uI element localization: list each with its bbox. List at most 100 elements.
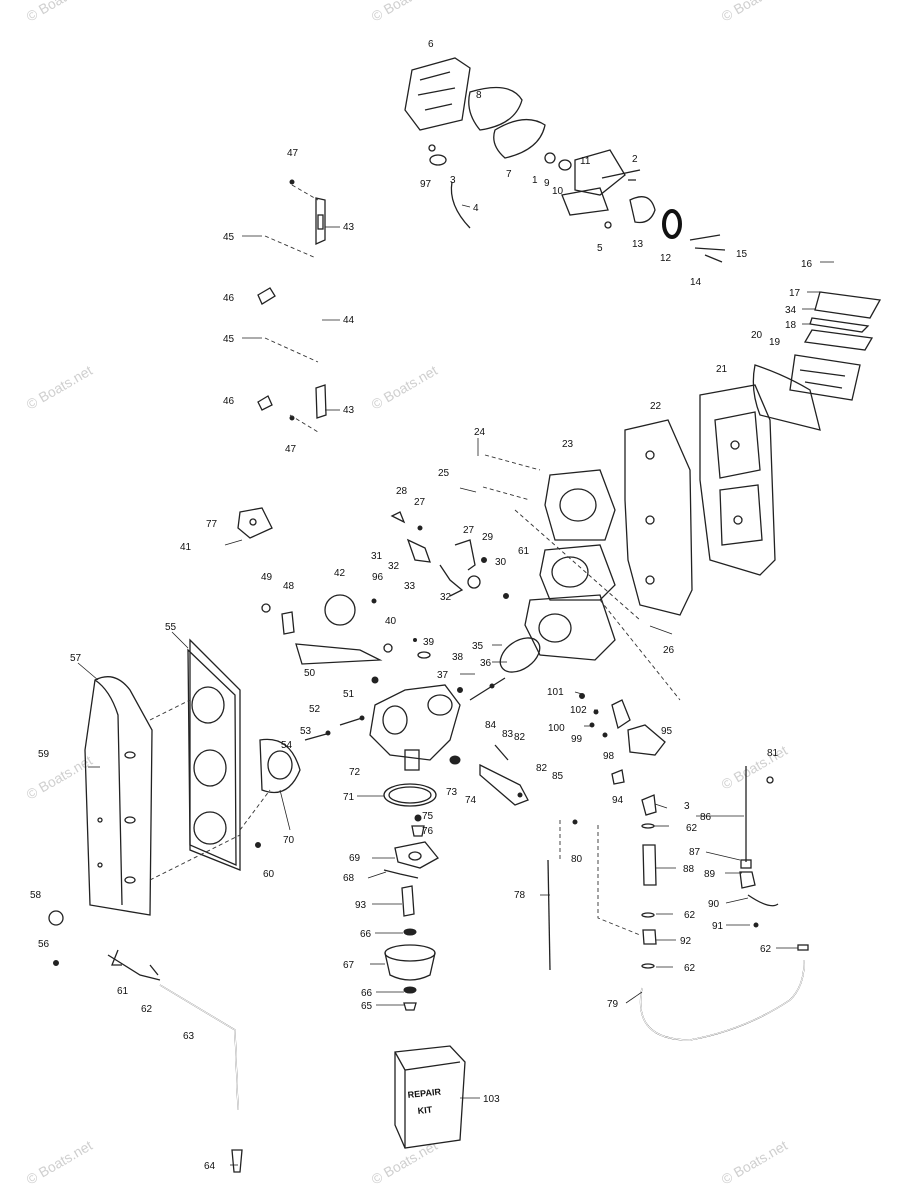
float-bowl-group [383, 783, 439, 1011]
part-label: 56 [38, 939, 50, 950]
watermark: © Boats.net [24, 1137, 96, 1188]
watermark: © Boats.net [24, 0, 96, 25]
part-label: 89 [704, 869, 716, 880]
part-label: 74 [465, 795, 477, 806]
part-label: 38 [452, 652, 464, 663]
part-label: 96 [372, 572, 384, 583]
part-label: 30 [495, 557, 507, 568]
diaphragm-ring [662, 209, 682, 239]
vapor-separator-bracket [579, 693, 666, 785]
part-label: 85 [552, 771, 564, 782]
carburetor-body [304, 677, 529, 806]
part-label: 23 [562, 439, 574, 450]
part-label: 15 [736, 249, 748, 260]
part-label: 67 [343, 960, 355, 971]
part-label: 62 [686, 823, 698, 834]
part-label: 64 [204, 1161, 216, 1172]
part-label: 32 [388, 561, 400, 572]
part-label: 51 [343, 689, 355, 700]
part-label: 4 [473, 203, 479, 214]
part-label: 59 [38, 749, 50, 760]
watermark: © Boats.net [24, 362, 96, 413]
part-label: 47 [285, 444, 297, 455]
part-label: 62 [760, 944, 772, 955]
part-label: 93 [355, 900, 367, 911]
part-label: 29 [482, 532, 494, 543]
part-label: 57 [70, 653, 82, 664]
part-label: 82 [514, 732, 526, 743]
part-label: 58 [30, 890, 42, 901]
part-label: 22 [650, 401, 662, 412]
part-label: 13 [632, 239, 644, 250]
part-label: 7 [506, 169, 512, 180]
part-label: 6 [428, 39, 434, 50]
part-label: 97 [420, 179, 432, 190]
part-label: 60 [263, 869, 275, 880]
watermark: © Boats.net [719, 742, 791, 793]
part-label: 12 [660, 253, 672, 264]
part-label: 27 [414, 497, 426, 508]
part-label: 44 [343, 315, 355, 326]
part-label: 42 [334, 568, 346, 579]
part-label: 43 [343, 405, 355, 416]
repair-kit-box: REPAIR KIT [394, 1045, 466, 1149]
part-label: 49 [261, 572, 273, 583]
part-label: 27 [463, 525, 475, 536]
part-label: 24 [474, 427, 486, 438]
part-label: 52 [309, 704, 321, 715]
part-label: 68 [343, 873, 355, 884]
part-label: 41 [180, 542, 192, 553]
throttle-linkage-parts [224, 507, 509, 684]
part-label: 19 [769, 337, 781, 348]
part-label: 79 [607, 999, 619, 1010]
part-label: 36 [480, 658, 492, 669]
fuel-pump-assembly [404, 57, 726, 263]
part-label: 2 [632, 154, 638, 165]
part-label: 66 [360, 929, 372, 940]
part-label: 90 [708, 899, 720, 910]
part-label: 32 [440, 592, 452, 603]
part-label: 48 [283, 581, 295, 592]
leader-lines [77, 204, 834, 1166]
part-label: 37 [437, 670, 449, 681]
part-label: 3 [684, 801, 690, 812]
choke-linkage [257, 179, 327, 433]
part-label: 63 [183, 1031, 195, 1042]
repair-kit-label-line1: REPAIR [407, 1087, 442, 1100]
part-label: 14 [690, 277, 702, 288]
part-label: 72 [349, 767, 361, 778]
part-label: 35 [472, 641, 484, 652]
part-label: 45 [223, 232, 235, 243]
part-label: 103 [483, 1094, 500, 1105]
part-label: 84 [485, 720, 497, 731]
part-label: 83 [502, 729, 514, 740]
part-label: 28 [396, 486, 408, 497]
part-label: 86 [700, 812, 712, 823]
reed-plate-assembly [624, 291, 882, 616]
part-label: 25 [438, 468, 450, 479]
part-label: 61 [117, 986, 129, 997]
part-label: 10 [552, 186, 564, 197]
part-label: 82 [536, 763, 548, 774]
part-label: 17 [789, 288, 801, 299]
intake-manifold [482, 454, 681, 701]
watermark: © Boats.net [24, 752, 96, 803]
part-label: 20 [751, 330, 763, 341]
part-labels: 6 8 97 3 4 7 1 9 11 10 2 5 13 12 15 14 1… [30, 39, 813, 1172]
part-label: 102 [570, 705, 587, 716]
part-label: 53 [300, 726, 312, 737]
part-label: 62 [684, 910, 696, 921]
part-label: 55 [165, 622, 177, 633]
part-label: 34 [785, 305, 797, 316]
part-label: 78 [514, 890, 526, 901]
part-label: 18 [785, 320, 797, 331]
part-label: 101 [547, 687, 564, 698]
part-label: 65 [361, 1001, 373, 1012]
part-label: 8 [476, 90, 482, 101]
part-label: 46 [223, 396, 235, 407]
part-label: 99 [571, 734, 583, 745]
part-label: 70 [283, 835, 295, 846]
part-label: 66 [361, 988, 373, 999]
watermark: © Boats.net [369, 0, 441, 25]
